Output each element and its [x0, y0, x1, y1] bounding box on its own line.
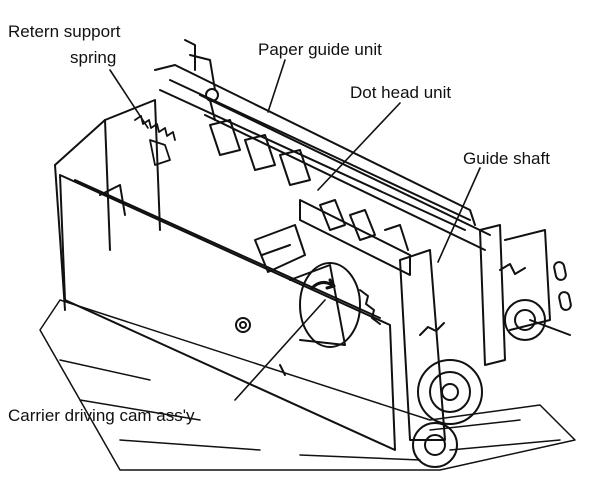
dot-head-unit: [209, 119, 411, 276]
leader-paper-guide: [267, 59, 286, 113]
leader-guide-shaft: [437, 167, 481, 263]
right-side-frame: [399, 224, 572, 441]
back-frame: [154, 39, 476, 231]
front-panel: [59, 174, 396, 451]
leader-dot-head: [317, 102, 401, 191]
leader-return-spring: [109, 69, 149, 129]
label-paper-guide-unit: Paper guide unit: [258, 40, 382, 59]
left-side-frame: [54, 99, 161, 311]
carrier-cam: [289, 262, 381, 348]
label-return-spring-line1: Retern support: [8, 22, 121, 41]
label-dot-head-unit: Dot head unit: [350, 83, 452, 102]
platen-gears: [412, 299, 546, 468]
leader-lines: [109, 59, 481, 401]
label-guide-shaft: Guide shaft: [463, 149, 550, 168]
label-carrier-driving-cam: Carrier driving cam ass'y: [8, 406, 195, 425]
carrier-block: [254, 224, 306, 273]
leader-carrier-cam: [234, 299, 326, 401]
label-return-spring-line2: spring: [70, 48, 117, 67]
return-support-spring: [134, 115, 176, 166]
